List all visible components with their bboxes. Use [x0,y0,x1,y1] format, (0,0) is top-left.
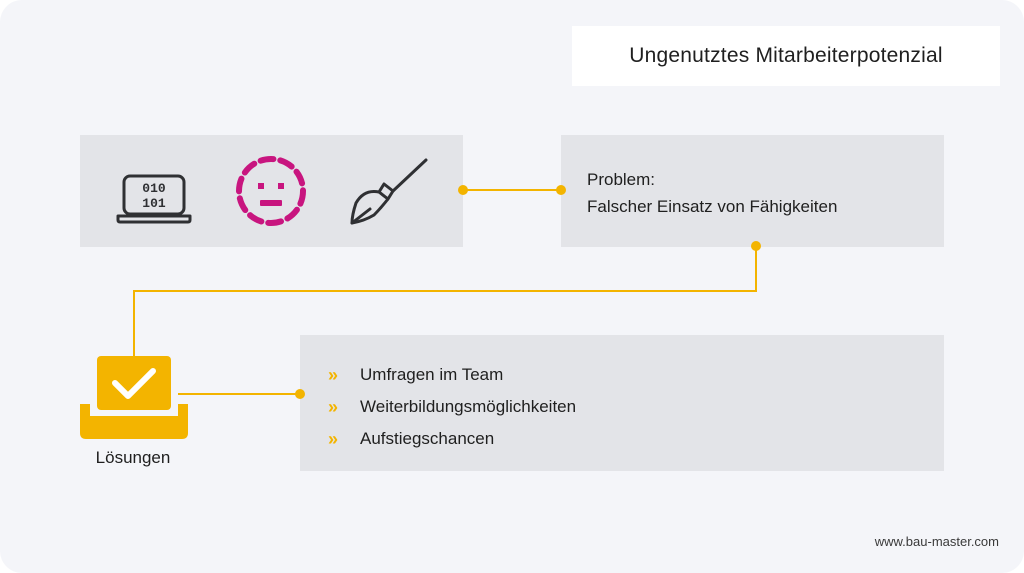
solutions-panel: » Umfragen im Team » Weiterbildungsmögli… [300,335,944,471]
list-item: » Umfragen im Team [328,359,576,391]
list-item: » Weiterbildungsmöglichkeiten [328,391,576,423]
solution-text: Weiterbildungsmöglichkeiten [360,397,577,416]
broom-icon [350,158,428,225]
footer-url: www.bau-master.com [874,534,999,549]
solutions-label: Lösungen [95,448,171,467]
connector-dot [458,185,468,195]
chevron-bullet-icon: » [328,364,339,385]
solutions-list: » Umfragen im Team » Weiterbildungsmögli… [328,359,576,455]
icons-panel: 010 101 [80,135,463,247]
solution-text: Umfragen im Team [360,365,504,384]
chevron-bullet-icon: » [328,428,339,449]
connector-dot [295,389,305,399]
solution-text: Aufstiegschancen [360,429,495,448]
chevron-bullet-icon: » [328,396,339,417]
connector-problem-solutions [133,246,757,358]
list-item: » Aufstiegschancen [328,423,576,455]
page-title: Ungenutztes Mitarbeiterpotenzial [572,26,1000,86]
problem-heading: Problem: [587,170,656,189]
laptop-check-icon [80,356,188,439]
connector-dot [556,185,566,195]
laptop-binary-icon: 010 101 [116,174,192,224]
neutral-face-icon [236,156,306,226]
problem-description: Falscher Einsatz von Fähigkeiten [587,197,838,216]
problem-text: Problem: Falscher Einsatz von Fähigkeite… [587,166,837,220]
svg-text:101: 101 [142,196,166,211]
connector-dot [751,241,761,251]
svg-text:010: 010 [142,181,166,196]
problem-panel: Problem: Falscher Einsatz von Fähigkeite… [561,135,944,247]
